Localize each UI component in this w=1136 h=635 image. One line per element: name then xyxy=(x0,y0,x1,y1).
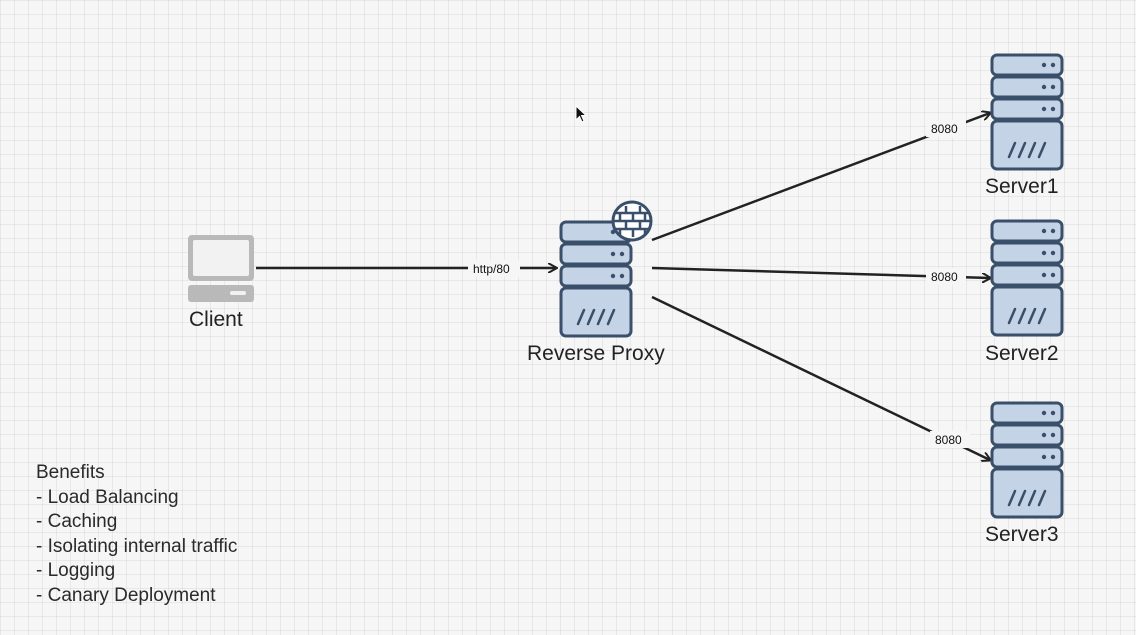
edge-label-server1: 8080 xyxy=(931,122,958,136)
edge-label-server2: 8080 xyxy=(931,270,958,284)
benefit-item: - Load Balancing xyxy=(36,486,179,508)
benefits-title: Benefits xyxy=(36,462,105,483)
laptop-icon xyxy=(188,235,254,302)
edge-label-server3: 8080 xyxy=(935,433,962,447)
benefit-item: - Canary Deployment xyxy=(36,584,216,606)
mouse-cursor-icon xyxy=(575,105,588,123)
server3-label: Server3 xyxy=(985,523,1059,546)
server2-label: Server2 xyxy=(985,342,1059,365)
firewall-icon xyxy=(611,200,653,242)
client-label: Client xyxy=(189,308,243,331)
server-rack-icon xyxy=(990,219,1064,337)
server-rack-icon xyxy=(559,220,633,338)
benefit-item: - Logging xyxy=(36,560,116,581)
reverse-proxy-label: Reverse Proxy xyxy=(527,342,665,365)
benefits-list: Benefits - Load Balancing - Caching - Is… xyxy=(36,461,237,608)
edge-label-client-proxy: http/80 xyxy=(473,262,510,276)
benefit-item: - Caching xyxy=(36,511,118,532)
benefit-item: - Isolating internal traffic xyxy=(36,535,238,557)
server-rack-icon xyxy=(990,53,1064,171)
server-rack-icon xyxy=(990,401,1064,519)
server1-label: Server1 xyxy=(985,175,1059,198)
